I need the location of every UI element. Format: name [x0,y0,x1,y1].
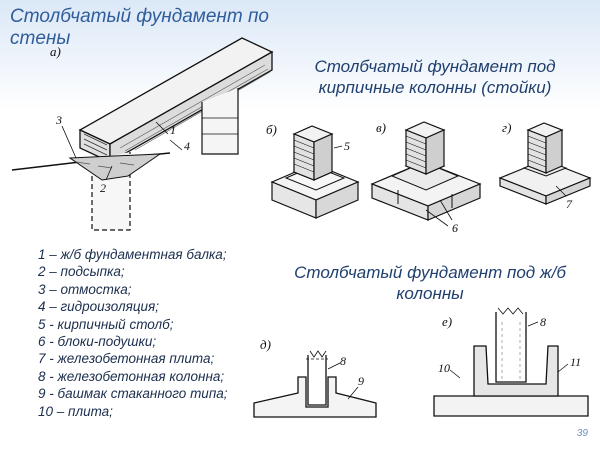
figure-e-label-8: 8 [540,315,546,329]
figure-d-letter: д) [260,337,271,352]
figure-e-socket-on-slab: е) 8 10 11 [433,307,589,417]
legend-list: 1 – ж/б фундаментная балка; 2 – подсыпка… [38,246,293,420]
figure-v-letter: в) [376,120,386,135]
legend-item-3: 3 – отмостка; [38,281,132,297]
legend-item-5: 5 - кирпичный столб; [38,316,174,332]
figure-v-label-6: 6 [452,221,458,235]
header-background [0,0,600,110]
figure-a-label-1: 1 [170,123,176,137]
figure-a-letter: а) [50,44,61,59]
figure-a-label-2: 2 [100,181,106,195]
legend-item-7: 7 - железобетонная плита; [38,351,215,367]
legend-item-4: 4 – гидроизоляция; [38,299,160,315]
legend-item-6: 6 - блоки-подушки; [38,334,157,350]
figure-g-label-7: 7 [566,197,573,211]
figure-b-letter: б) [266,122,277,137]
legend-item-8: 8 - железобетонная колонна; [38,368,225,384]
figure-d-label-8: 8 [340,354,346,368]
figure-b-label-5: 5 [344,139,350,153]
slide-title: Столбчатый фундамент по стены [10,6,269,49]
figure-a-label-4: 4 [184,139,190,153]
figure-d-socket-footing: д) 8 9 [253,337,377,418]
figure-a-label-3: 3 [55,113,62,127]
legend-item-2: 2 – подсыпка; [38,264,125,280]
subtitle-brick-columns: Столбчатый фундамент под кирпичные колон… [314,57,556,97]
subtitle-concrete-columns: Столбчатый фундамент под ж/б колонны [294,263,566,303]
figure-e-label-10: 10 [438,361,450,375]
figure-a-beam-on-posts: а) 3 1 4 2 [11,37,274,231]
figure-v-post-on-blocks: в) 6 [370,120,482,235]
legend-item-9: 9 - башмак стаканного типа; [38,386,228,402]
figure-g-letter: г) [502,120,511,135]
figure-e-label-11: 11 [570,355,581,369]
figure-b-brick-post: б) 5 [266,122,360,219]
legend-item-10: 10 – плита; [38,403,113,419]
figure-d-label-9: 9 [358,374,364,388]
page-number: 39 [576,428,588,439]
figure-g-post-on-slab: г) 7 [498,120,592,211]
legend-item-1: 1 – ж/б фундаментная балка; [38,247,227,262]
figure-e-letter: е) [442,314,452,329]
